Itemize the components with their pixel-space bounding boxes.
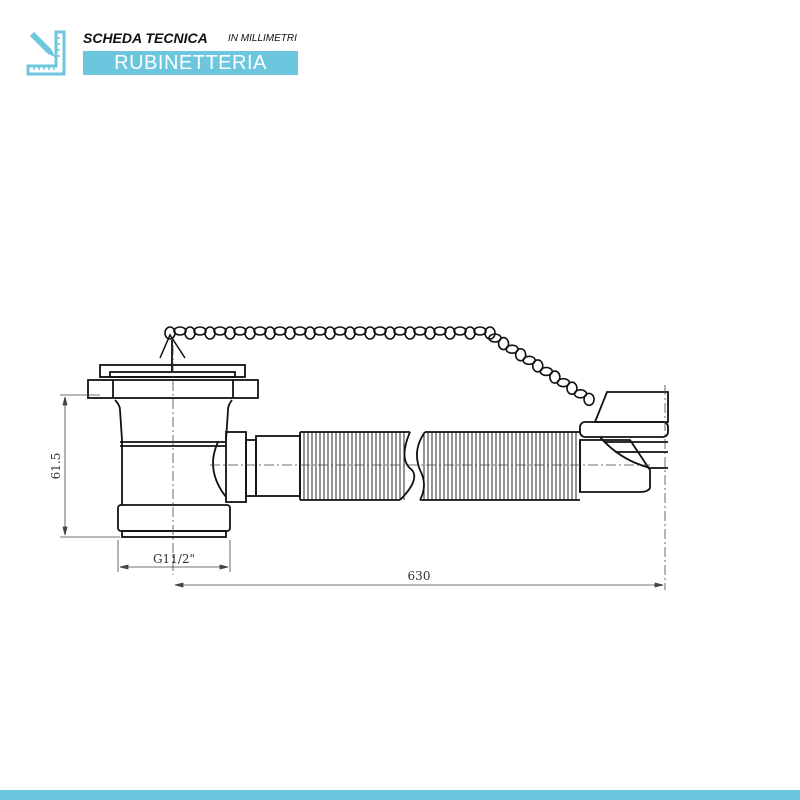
bottom-accent-bar <box>0 790 800 800</box>
plug-stopper <box>579 391 669 469</box>
chain-link <box>531 359 544 373</box>
chain-link <box>233 326 247 336</box>
center-lines <box>172 345 666 590</box>
thread-dimension: G11/2" <box>153 552 195 566</box>
chain-link <box>313 326 327 336</box>
chain-link <box>204 326 216 340</box>
chain-link <box>404 326 416 340</box>
chain-link <box>413 326 427 336</box>
height-dimension: 61.5 <box>49 453 63 480</box>
chain-link <box>273 326 287 336</box>
chain-link <box>164 326 176 340</box>
chain-link <box>184 326 196 340</box>
chain-link <box>453 326 467 336</box>
ruler-pencil-icon <box>26 30 66 76</box>
dimension-lines <box>60 394 664 588</box>
chain-link <box>244 326 256 340</box>
chain-link <box>324 326 336 340</box>
chain-link <box>333 326 347 336</box>
chain-link <box>583 392 595 407</box>
chain-link <box>213 326 227 336</box>
chain-link <box>284 326 296 340</box>
length-dimension: 630 <box>408 569 431 583</box>
chain-link <box>253 326 267 336</box>
chain-link <box>549 370 561 384</box>
pipe-corrugation <box>303 432 577 500</box>
category-banner: RUBINETTERIA <box>83 51 298 75</box>
unit-note: IN MILLIMETRI <box>228 33 297 44</box>
chain-link <box>393 326 407 336</box>
chain-link <box>353 326 367 336</box>
chain-link <box>173 326 187 336</box>
chain-anchor <box>159 333 186 372</box>
chain-link <box>373 326 387 336</box>
chain-link <box>566 381 578 396</box>
overflow-pipe <box>255 431 651 501</box>
chain-link <box>364 326 376 340</box>
chain-link <box>304 326 316 340</box>
chain-link <box>484 326 496 340</box>
chain-link <box>433 326 447 336</box>
chain-link <box>424 326 436 340</box>
chain-link <box>464 326 476 340</box>
chain-link <box>264 326 276 340</box>
chain-link <box>514 347 527 362</box>
drain-body <box>114 399 257 538</box>
chain-link <box>224 326 236 340</box>
chain-link <box>473 326 487 336</box>
chain-link <box>293 326 307 336</box>
chain-link <box>497 336 510 351</box>
chain-link <box>193 326 207 336</box>
chain-link <box>344 326 356 340</box>
chain <box>164 326 595 407</box>
chain-link <box>444 326 456 340</box>
chain-link <box>384 326 396 340</box>
sheet-title: SCHEDA TECNICA <box>83 30 208 46</box>
